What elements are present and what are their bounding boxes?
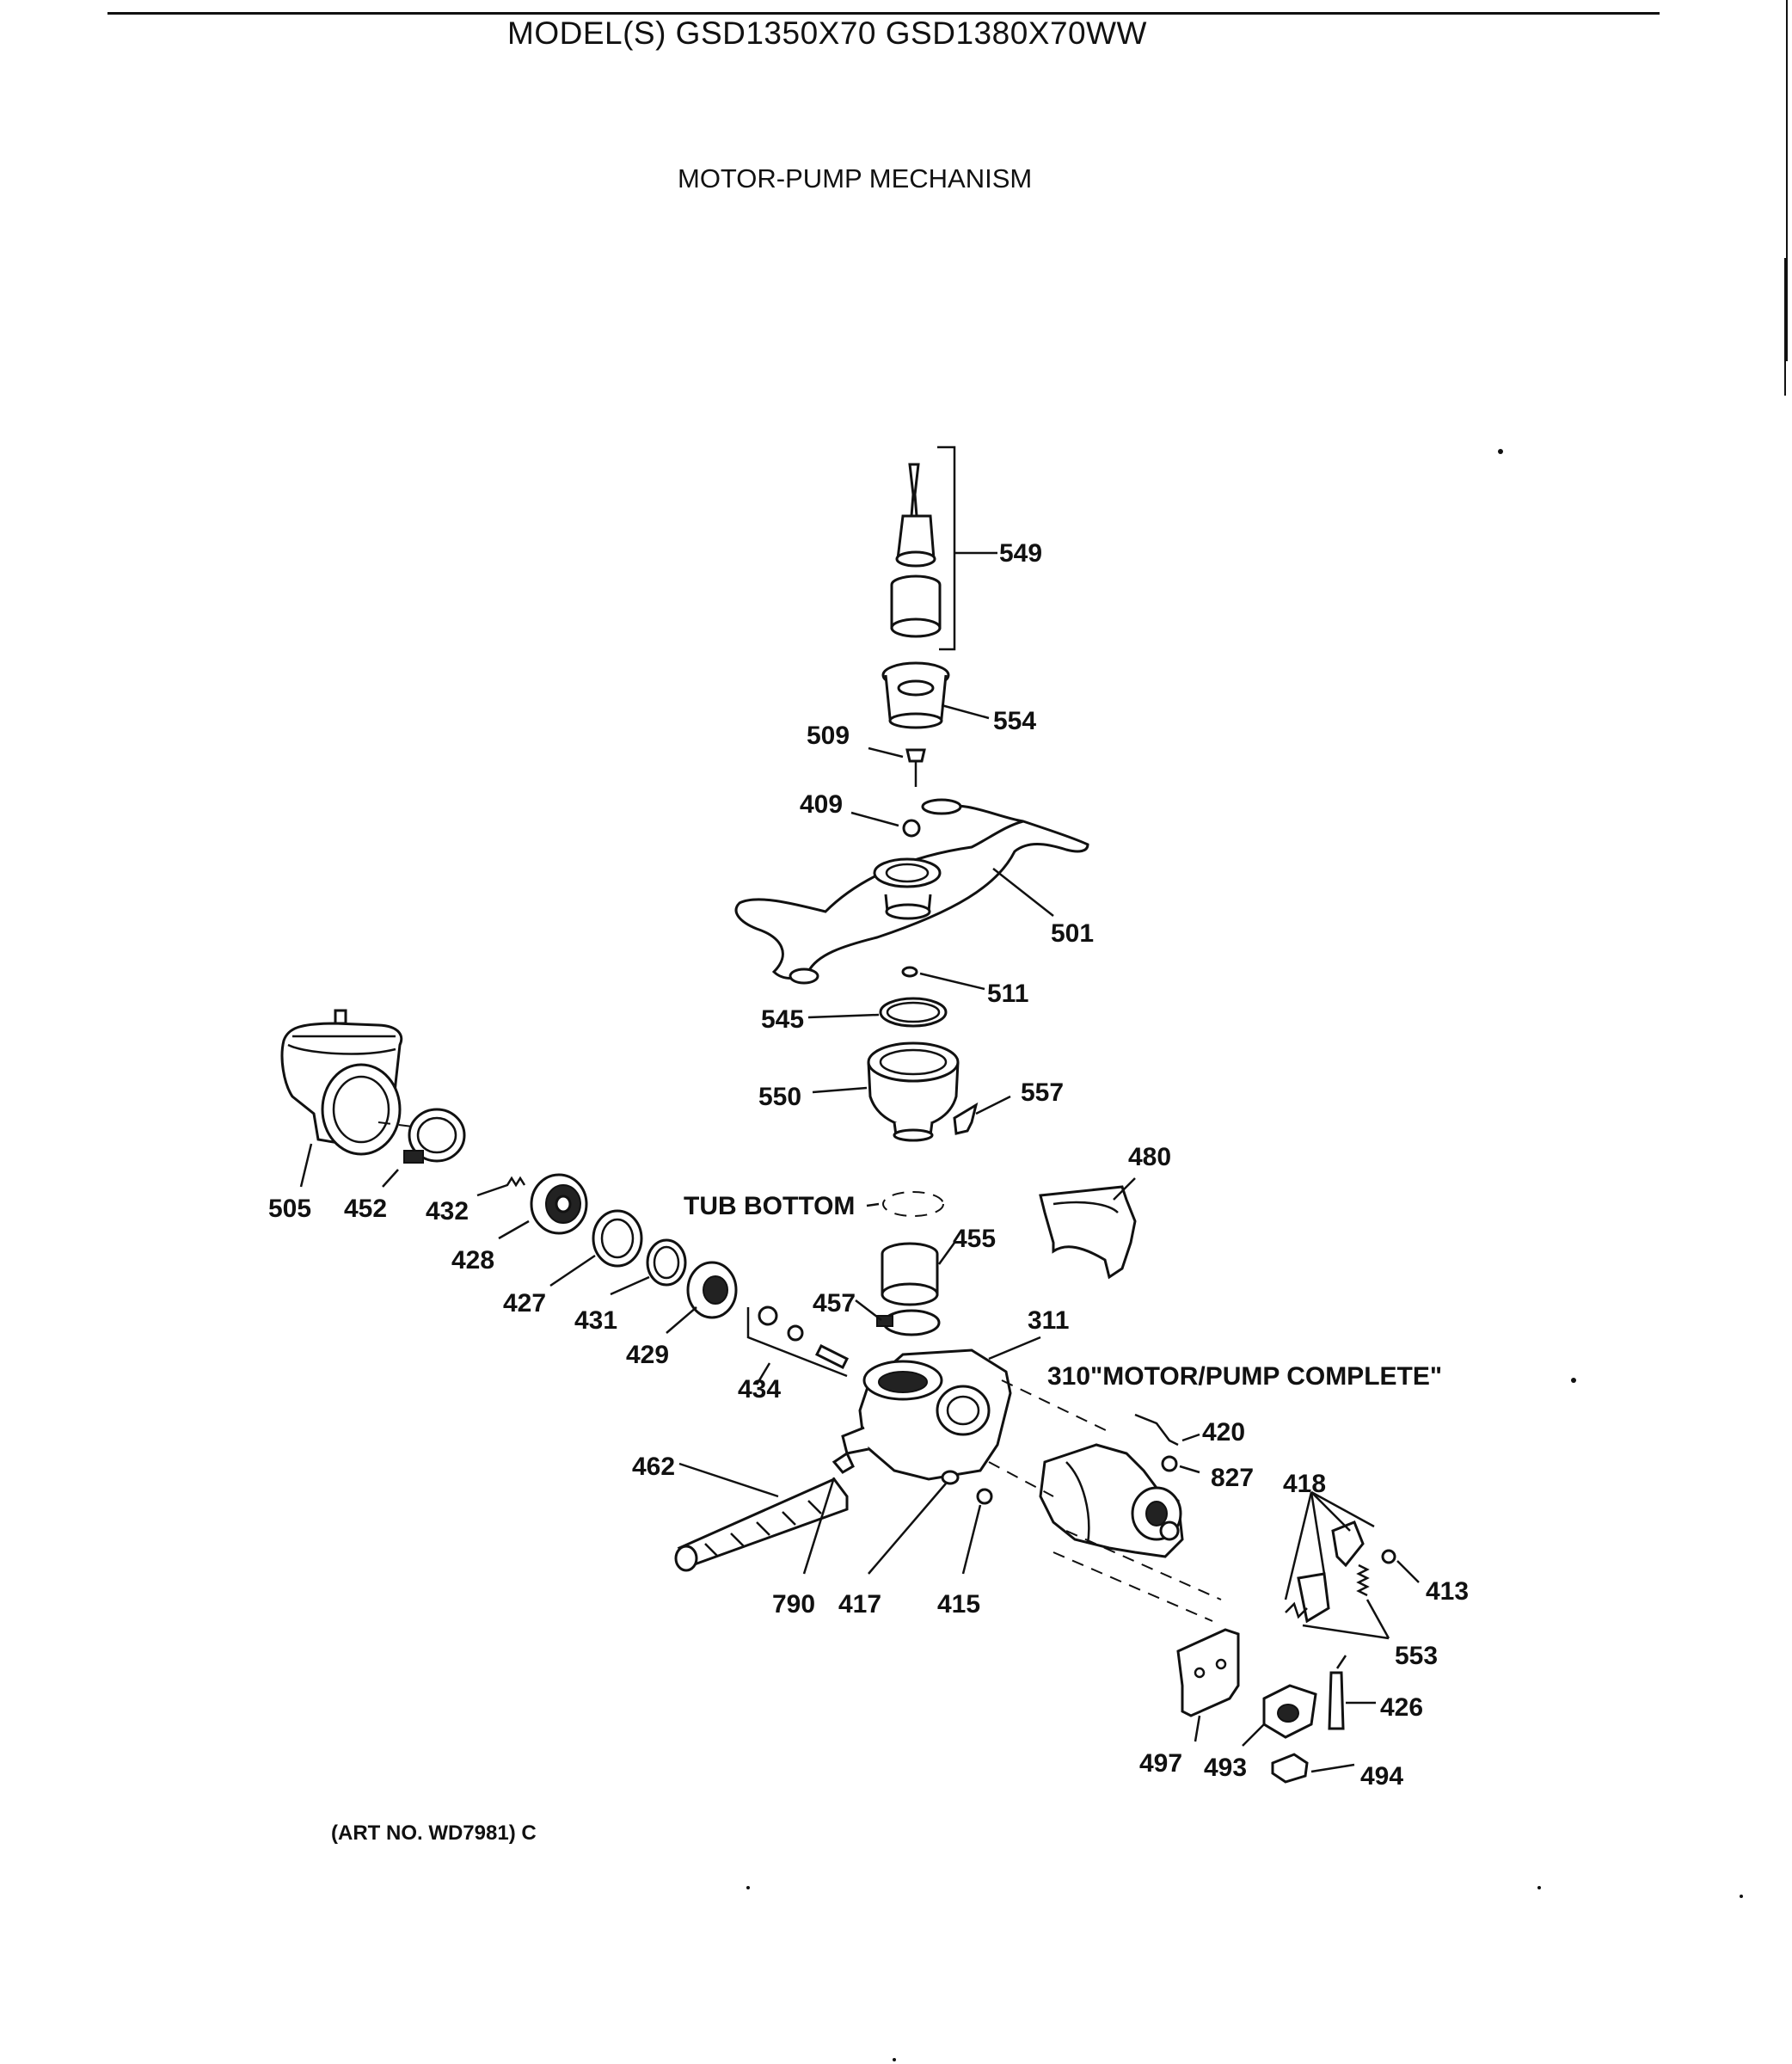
part-545-retaining-ring <box>807 997 948 1028</box>
callout-434: 434 <box>738 1375 781 1404</box>
scan-speck <box>1571 1378 1576 1383</box>
callout-420: 420 <box>1202 1418 1245 1447</box>
part-420-wire <box>1134 1413 1200 1447</box>
callout-415: 415 <box>937 1590 980 1619</box>
tub-bottom-label: TUB BOTTOM <box>684 1192 855 1220</box>
callout-827: 827 <box>1211 1464 1254 1492</box>
part-497-bracket <box>1176 1628 1240 1742</box>
callout-494: 494 <box>1360 1762 1403 1791</box>
callout-497: 497 <box>1139 1749 1182 1778</box>
art-number: (ART NO. WD7981) C <box>331 1821 537 1845</box>
callout-457: 457 <box>813 1289 856 1318</box>
callout-509: 509 <box>807 722 850 750</box>
scan-speck <box>1498 449 1503 454</box>
callout-418: 418 <box>1283 1470 1326 1498</box>
part-428-impeller <box>498 1173 588 1240</box>
callout-557: 557 <box>1021 1078 1064 1107</box>
part-415-nut <box>961 1488 993 1575</box>
part-429-cover <box>666 1261 738 1334</box>
callout-493: 493 <box>1204 1754 1247 1782</box>
assembly-line <box>1052 1551 1213 1622</box>
callout-428: 428 <box>451 1246 494 1275</box>
part-554-nozzle <box>881 661 990 729</box>
scan-speck <box>1537 1886 1541 1889</box>
part-493-relay <box>1242 1684 1317 1747</box>
part-431-ring <box>610 1238 687 1296</box>
scan-speck <box>1740 1895 1743 1898</box>
callout-549: 549 <box>999 539 1042 568</box>
part-501-spray-arm <box>734 798 1089 985</box>
part-557-clip <box>953 1095 1011 1135</box>
part-427-gasket <box>549 1209 643 1287</box>
model-title: MODEL(S) GSD1350X70 GSD1380X70WW <box>507 15 1147 51</box>
part-827-screw <box>1161 1455 1200 1474</box>
part-511-clip <box>901 966 985 991</box>
part-549-wash-tower <box>890 445 997 651</box>
callout-427: 427 <box>503 1289 546 1318</box>
part-311-pump-housing <box>841 1336 1041 1481</box>
part-310-motor <box>1039 1443 1184 1558</box>
callout-432: 432 <box>426 1197 469 1226</box>
diagram-subtitle: MOTOR-PUMP MECHANISM <box>678 163 1033 194</box>
part-505-sump <box>280 1009 403 1188</box>
callout-553: 553 <box>1395 1642 1438 1670</box>
part-418-relay <box>1284 1490 1375 1624</box>
assembly-line <box>1065 1530 1222 1600</box>
part-409-nut <box>850 811 921 838</box>
callout-501: 501 <box>1051 919 1094 948</box>
part-553-springs <box>1302 1563 1390 1640</box>
callout-409: 409 <box>800 790 843 819</box>
part-434-hardware <box>746 1305 850 1385</box>
callout-452: 452 <box>344 1195 387 1223</box>
part-457-clamp <box>855 1299 941 1336</box>
part-480-shroud <box>1039 1177 1137 1280</box>
callout-462: 462 <box>632 1453 675 1481</box>
motor-pump-complete-label: 310"MOTOR/PUMP COMPLETE" <box>1047 1362 1442 1391</box>
callout-311: 311 <box>1028 1306 1069 1335</box>
callout-554: 554 <box>993 707 1036 735</box>
callout-417: 417 <box>838 1590 881 1619</box>
callout-455: 455 <box>953 1225 996 1253</box>
callout-790: 790 <box>772 1590 815 1619</box>
part-452-clamp <box>377 1108 466 1188</box>
header-rule <box>107 12 1660 15</box>
part-455-seal <box>881 1242 956 1306</box>
callout-429: 429 <box>626 1341 669 1369</box>
part-790-clip <box>802 1451 855 1575</box>
part-509-screw <box>868 746 926 787</box>
scan-speck <box>746 1886 750 1889</box>
part-426-thermostat <box>1328 1655 1376 1730</box>
tub-bottom-opening <box>866 1191 944 1217</box>
part-550-filter-housing <box>812 1041 960 1142</box>
callout-426: 426 <box>1380 1693 1423 1722</box>
callout-480: 480 <box>1128 1143 1171 1171</box>
callout-545: 545 <box>761 1005 804 1034</box>
part-462-drain-hose <box>674 1462 849 1572</box>
callout-511: 511 <box>987 980 1028 1008</box>
part-432-spring <box>476 1176 526 1197</box>
part-413-clip <box>1381 1549 1420 1583</box>
scan-speck <box>893 2058 896 2061</box>
part-494-cover <box>1271 1753 1355 1784</box>
callout-413: 413 <box>1426 1577 1469 1606</box>
part-417-washer <box>868 1470 960 1575</box>
callout-550: 550 <box>758 1083 801 1111</box>
callout-505: 505 <box>268 1195 311 1223</box>
callout-431: 431 <box>574 1306 617 1335</box>
